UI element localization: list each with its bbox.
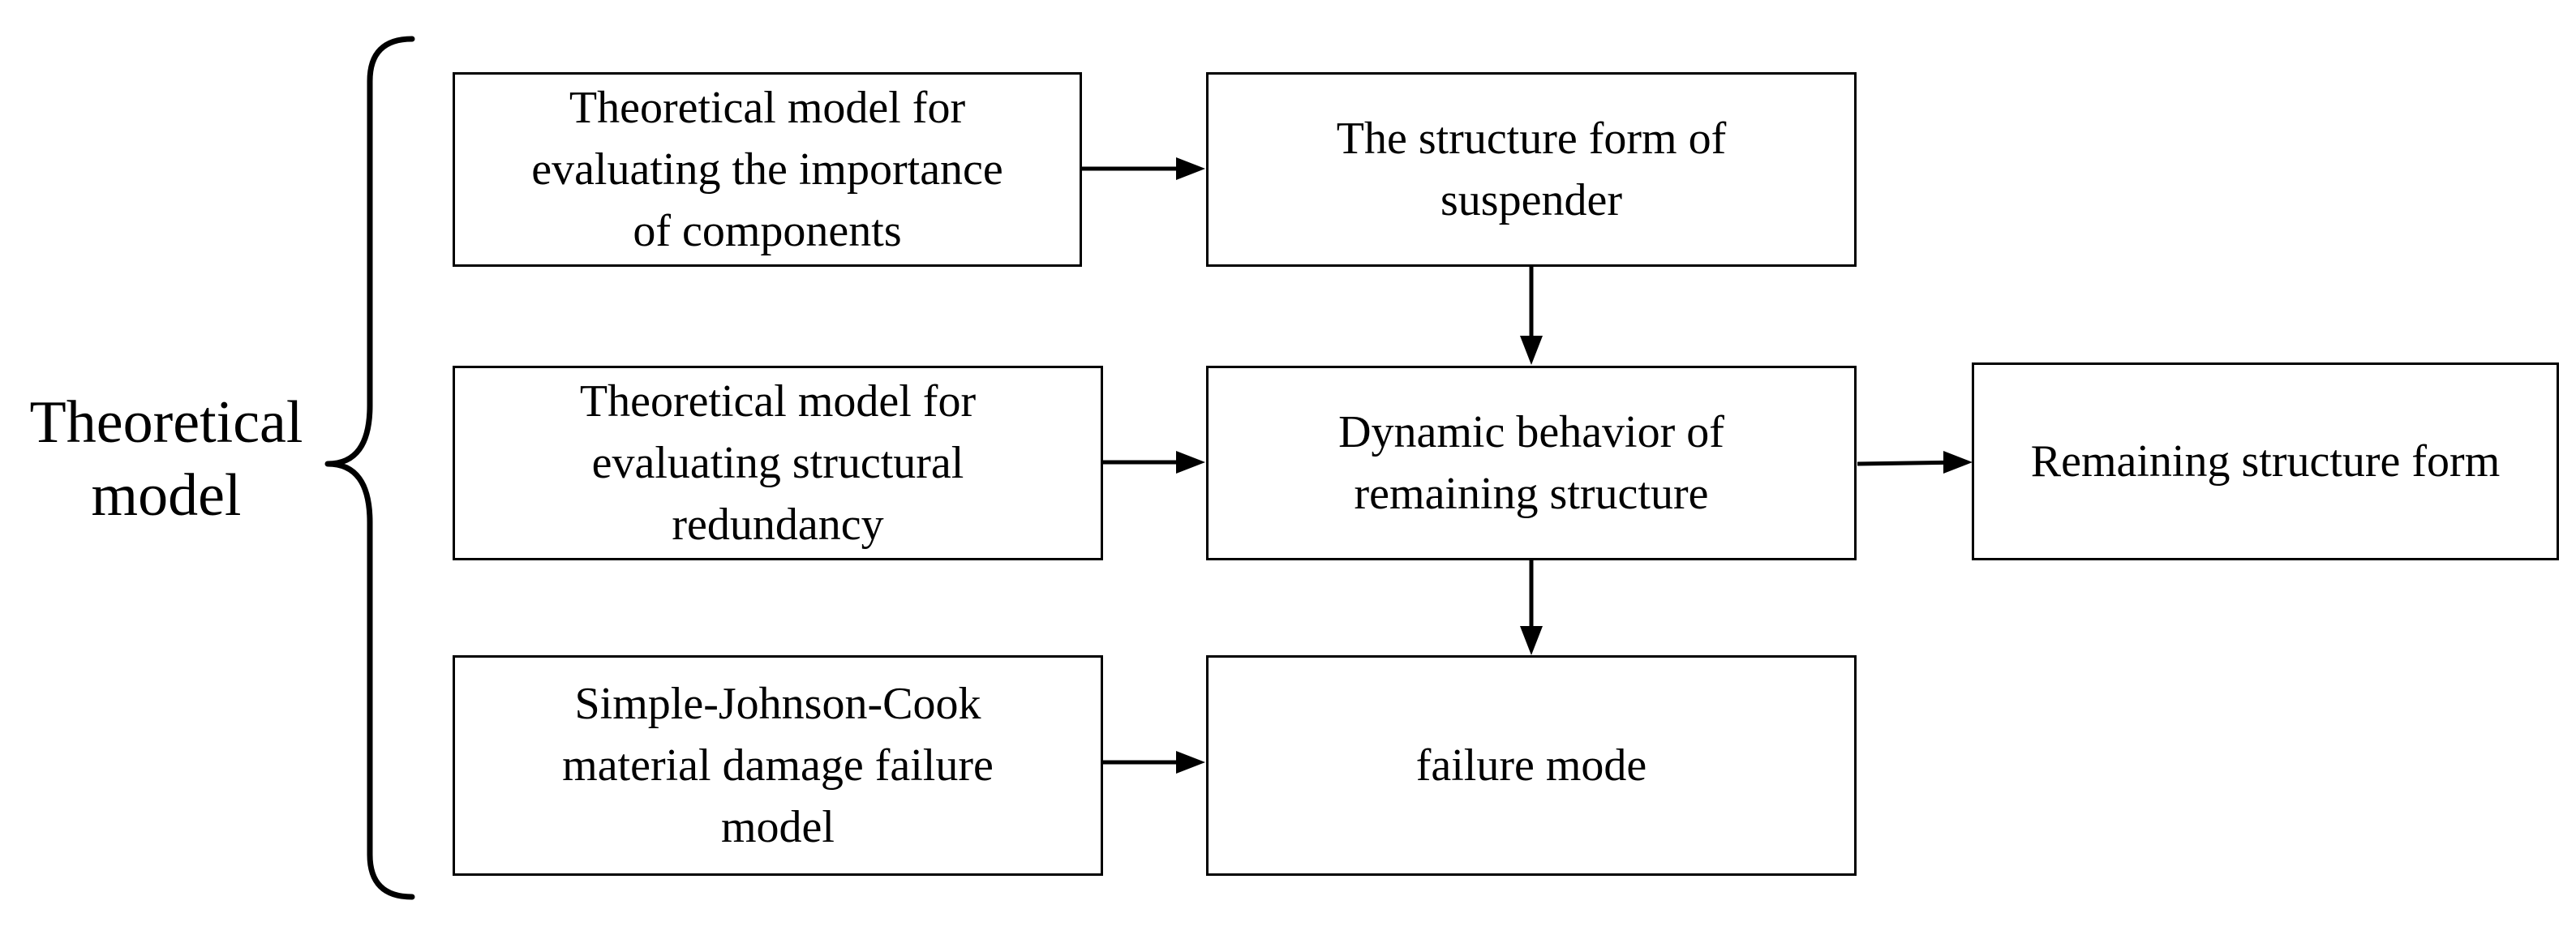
root-label: Theoretical model [29, 389, 303, 530]
node-failure-mode-label: failure mode [1415, 740, 1647, 791]
node-johnson-cook-model-label: Simple-Johnson-Cook material damage fail… [562, 678, 994, 853]
node-dynamic-behavior-label: Dynamic behavior of remaining structure [1338, 406, 1724, 519]
arrowhead-johnsoncook-to-failure [1176, 751, 1205, 774]
node-suspender-form: The structure form of suspender [1206, 72, 1857, 267]
node-importance-model-label: Theoretical model for evaluating the imp… [531, 82, 1003, 257]
node-dynamic-behavior: Dynamic behavior of remaining structure [1206, 366, 1857, 560]
node-redundancy-model-label: Theoretical model for evaluating structu… [579, 375, 977, 551]
node-remaining-form-label: Remaining structure form [2030, 435, 2501, 487]
curly-brace [324, 36, 415, 900]
arrowhead-dynamic-to-remaining [1943, 451, 1973, 474]
arrowhead-importance-to-suspender [1176, 157, 1205, 180]
arrowhead-dynamic-to-failure [1520, 626, 1543, 655]
arrowhead-suspender-to-dynamic [1520, 336, 1543, 365]
node-redundancy-model: Theoretical model for evaluating structu… [453, 366, 1103, 560]
node-importance-model: Theoretical model for evaluating the imp… [453, 72, 1082, 267]
node-failure-mode: failure mode [1206, 655, 1857, 876]
node-suspender-form-label: The structure form of suspender [1336, 113, 1727, 225]
node-johnson-cook-model: Simple-Johnson-Cook material damage fail… [453, 655, 1103, 876]
node-remaining-form: Remaining structure form [1972, 362, 2559, 560]
arrowhead-redundancy-to-dynamic [1176, 451, 1205, 474]
